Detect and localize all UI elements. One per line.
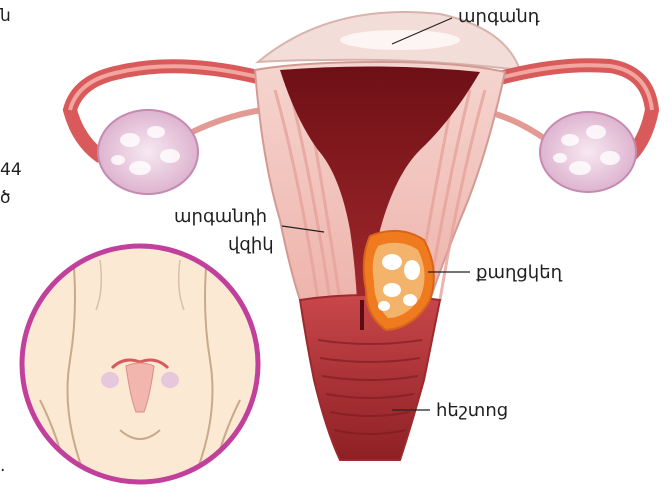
- label-vagina: հեշտոց: [436, 400, 508, 421]
- right-ovary: [540, 112, 636, 192]
- vagina: [300, 295, 440, 460]
- label-cyst: քաղցկեղ: [476, 262, 562, 283]
- label-uterine-wall: արգանդի: [174, 206, 267, 227]
- left-ovary: [98, 110, 198, 194]
- edge-fragment-4: ծ: [0, 188, 11, 208]
- inset-body-diagram: [22, 230, 258, 488]
- edge-fragment-1: ն: [0, 6, 11, 26]
- edge-fragment-5: .: [0, 456, 5, 476]
- edge-fragment-3: 44: [0, 160, 22, 180]
- label-uterine-wall-line2: վզիկ: [228, 234, 274, 255]
- label-uterus: արգանդ: [458, 6, 540, 27]
